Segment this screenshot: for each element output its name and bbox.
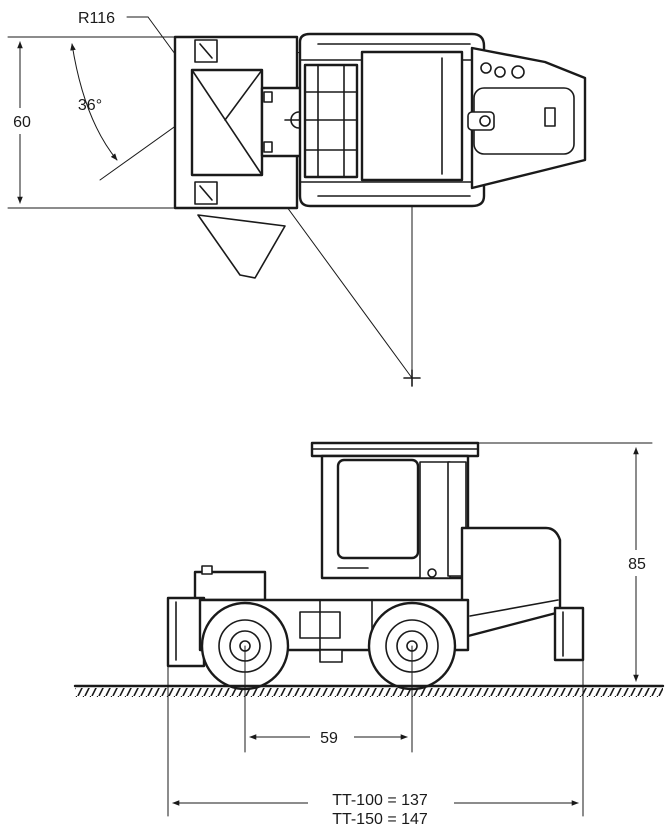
turn-radius-label: R116 (78, 10, 115, 27)
wheelbase-label: 59 (320, 730, 338, 747)
engine-hood (460, 526, 585, 662)
length-tt100-label: TT-100 = 137 (332, 792, 428, 809)
side-view: 85 (73, 441, 665, 828)
wheelbase-dimension: 59 (244, 645, 413, 753)
height-dimension: 85 (477, 442, 653, 682)
ground-line (73, 684, 665, 697)
length-dimension: TT-100 = 137 TT-150 = 147 (167, 659, 584, 828)
length-tt150-label: TT-150 = 147 (332, 811, 428, 826)
steer-angle-label: 36° (78, 97, 102, 114)
top-view: 60 36° R116 (4, 10, 587, 387)
width-dimension: 60 (4, 36, 176, 209)
height-label: 85 (628, 556, 646, 573)
front-module (173, 35, 299, 210)
width-label: 60 (13, 114, 31, 131)
cab (310, 441, 480, 580)
rear-body (298, 32, 587, 208)
